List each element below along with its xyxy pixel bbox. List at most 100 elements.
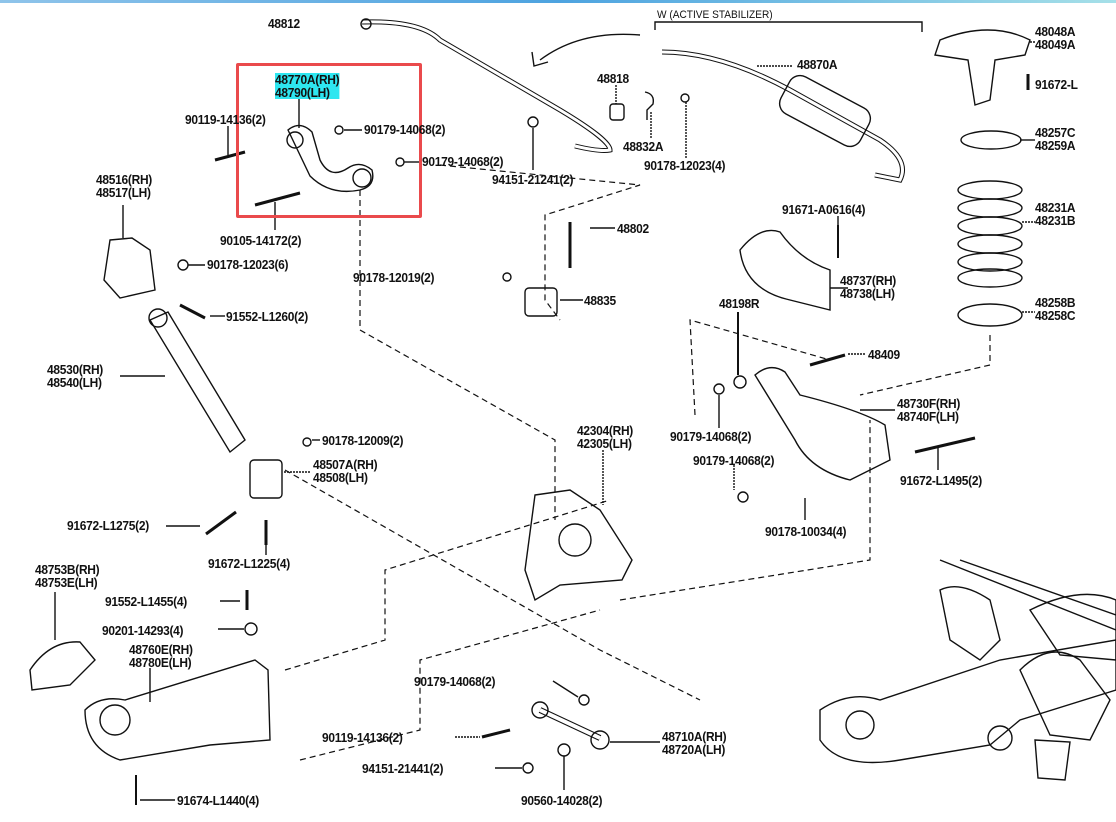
part-label-48770A-highlighted[interactable]: 48770A(RH)48790(LH) [275, 72, 340, 99]
stabilizer-actuator [778, 74, 872, 148]
part-label-48760E[interactable]: 48760E(RH)48780E(LH) [129, 643, 193, 669]
nut-90179-14068-a [334, 125, 344, 135]
part-label-48710A[interactable]: 48710A(RH)48720A(LH) [662, 730, 727, 756]
part-number: 90178-10034(4) [765, 524, 847, 539]
part-label-48198R[interactable]: 48198R [719, 297, 760, 310]
part-label-90201-14293[interactable]: 90201-14293(4) [102, 624, 184, 637]
part-number-rh: 48737(RH) [840, 273, 897, 288]
part-label-91672-L1225[interactable]: 91672-L1225(4) [208, 557, 290, 570]
nut-90178-12019 [502, 272, 512, 282]
part-label-90179-14068-e[interactable]: 90179-14068(2) [414, 675, 496, 688]
part-label-90178-10034[interactable]: 90178-10034(4) [765, 524, 847, 539]
part-label-90178-12023-6[interactable]: 90178-12023(6) [207, 258, 289, 271]
part-label-90179-14068-d[interactable]: 90179-14068(2) [693, 454, 775, 467]
part-number: 48835 [584, 293, 616, 308]
part-label-48516[interactable]: 48516(RH)48517(LH) [96, 173, 152, 199]
part-number: 90119-14136(2) [322, 730, 403, 745]
part-number: 94151-21441(2) [362, 761, 444, 776]
part-label-48812[interactable]: 48812 [268, 17, 300, 30]
part-label-48730F[interactable]: 48730F(RH)48740F(LH) [897, 397, 960, 423]
part-number: 48812 [268, 16, 300, 31]
part-number-rh: 48730F(RH) [897, 396, 961, 411]
part-label-91671-A0616[interactable]: 91671-A0616(4) [782, 203, 866, 216]
part-number-lh: 48780E(LH) [129, 655, 192, 670]
bracket-48516 [103, 237, 156, 299]
part-number-rh: 48770A(RH) [275, 72, 340, 87]
cover-48737 [739, 229, 831, 311]
part-number-lh: 48753E(LH) [35, 575, 98, 590]
part-label-94151-21441[interactable]: 94151-21441(2) [362, 761, 444, 776]
nut-90179-14068-e [578, 694, 590, 706]
bolt-91672-L1275 [205, 510, 237, 536]
part-label-90178-12019[interactable]: 90178-12019(2) [353, 270, 435, 285]
part-label-48753B[interactable]: 48753B(RH)48753E(LH) [35, 562, 100, 590]
part-label-48818[interactable]: 48818 [597, 72, 629, 85]
part-label-94151-21241[interactable]: 94151-21241(2) [492, 173, 574, 186]
part-label-91672-L1495[interactable]: 91672-L1495(2) [900, 474, 982, 487]
part-number: 90178-12019(2) [353, 270, 435, 285]
part-number: 48258B [1035, 295, 1076, 310]
part-label-91672-L[interactable]: 91672-L [1035, 78, 1078, 91]
part-number: 91552-L1455(4) [105, 594, 187, 609]
part-label-48737[interactable]: 48737(RH)48738(LH) [840, 274, 896, 300]
part-number: 90179-14068(2) [364, 122, 446, 137]
part-label-90179-14068-b[interactable]: 90179-14068(2) [422, 154, 504, 169]
bolt-91672-L1495 [914, 436, 976, 454]
part-label-48870A[interactable]: 48870A [797, 58, 838, 71]
part-number-lh: 48517(LH) [96, 185, 151, 200]
part-number-lh: 48740F(LH) [897, 409, 959, 424]
part-label-90105-14172[interactable]: 90105-14172(2) [220, 234, 302, 247]
part-label-48409[interactable]: 48409 [868, 348, 900, 361]
part-number: 48802 [617, 221, 649, 236]
bracket-48507A [249, 459, 283, 499]
part-label-91552-L1260[interactable]: 91552-L1260(2) [226, 310, 308, 323]
coil-spring-48231A [957, 180, 1023, 288]
direction-arrow [531, 33, 641, 67]
part-number-lh: 48508(LH) [313, 470, 368, 485]
part-label-48835[interactable]: 48835 [584, 294, 616, 307]
upper-support-48048A [934, 29, 1031, 106]
part-label-90179-14068-a[interactable]: 90179-14068(2) [364, 122, 446, 137]
part-label-48530[interactable]: 48530(RH)48540(LH) [47, 363, 103, 389]
bushing-48835 [524, 287, 558, 317]
bolt-90105-14172 [254, 191, 301, 207]
part-number: 90119-14136(2) [185, 112, 266, 127]
washer-90201-14293 [244, 622, 258, 636]
part-label-90119-14136-b[interactable]: 90119-14136(2) [322, 731, 403, 744]
part-label-91674-L1440[interactable]: 91674-L1440(4) [177, 794, 259, 807]
part-label-90179-14068-c[interactable]: 90179-14068(2) [670, 430, 752, 443]
part-number-lh: 48738(LH) [840, 286, 895, 301]
part-number: 90560-14028(2) [521, 793, 603, 808]
trailing-arm-48760E [84, 659, 271, 761]
part-number-lh: 42305(LH) [577, 436, 632, 451]
nut-90178-12023-6 [177, 259, 189, 271]
part-number: 48231B [1035, 213, 1076, 228]
bracket-48832A [644, 91, 655, 120]
part-label-48507A[interactable]: 48507A(RH)48508(LH) [313, 458, 378, 485]
part-number: 90179-14068(2) [422, 154, 504, 169]
part-label-90119-14136-a[interactable]: 90119-14136(2) [185, 113, 266, 126]
part-label-42304[interactable]: 42304(RH)42305(LH) [577, 424, 633, 450]
part-label-90178-12009[interactable]: 90178-12009(2) [322, 434, 404, 447]
part-label-91672-L1275[interactable]: 91672-L1275(2) [67, 519, 149, 532]
part-label-91552-L1455[interactable]: 91552-L1455(4) [105, 595, 187, 608]
nut-94151-21441 [522, 762, 534, 774]
part-number: 91672-L1275(2) [67, 518, 149, 533]
part-label-90560-14028[interactable]: 90560-14028(2) [521, 793, 603, 808]
nut-90179-14068-d [737, 491, 749, 503]
bar-end-eye [360, 18, 372, 30]
part-number: 48258C [1035, 308, 1076, 323]
part-label-48832A[interactable]: 48832A [623, 140, 664, 153]
part-number-rh: 48753B(RH) [35, 562, 100, 577]
bushing-48753B [29, 641, 96, 691]
part-label-48802[interactable]: 48802 [617, 222, 649, 235]
part-label-90178-12023-4[interactable]: 90178-12023(4) [644, 159, 726, 172]
bolt-91552-L1260 [179, 303, 206, 320]
part-number-rh: 48516(RH) [96, 172, 153, 187]
knuckle-42304 [524, 489, 633, 602]
